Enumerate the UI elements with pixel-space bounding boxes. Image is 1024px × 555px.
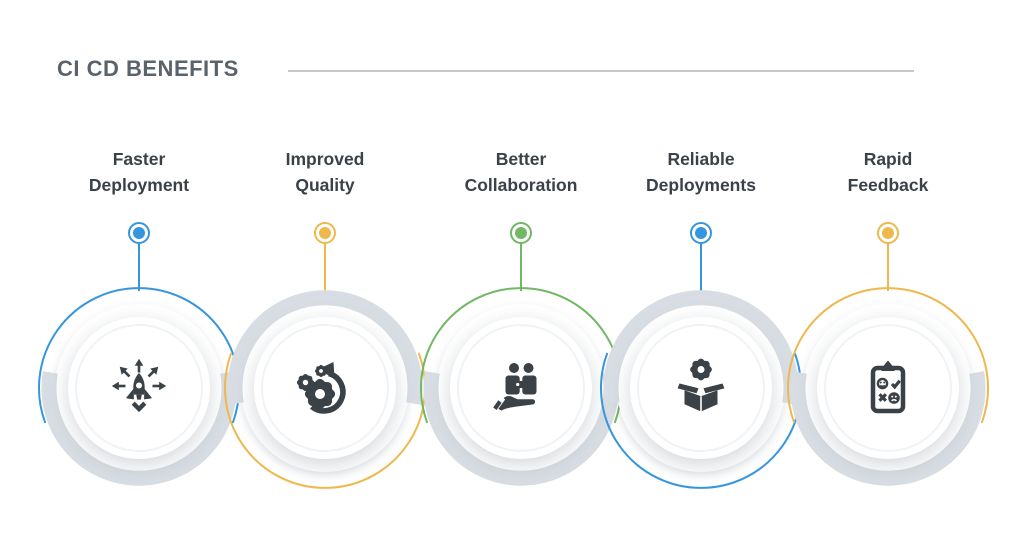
ring-arc-colored — [224, 352, 426, 489]
benefit-item-5: Rapid Feedback — [778, 0, 998, 510]
benefit-label-line2: Feedback — [847, 175, 929, 195]
benefit-label-line1: Better — [495, 149, 547, 169]
benefit-label-line2: Deployments — [646, 175, 756, 195]
connector-dot — [128, 222, 150, 244]
connector-line — [700, 243, 702, 291]
benefit-label-line1: Rapid — [863, 149, 913, 169]
connector-dot-inner — [319, 227, 331, 239]
benefit-label: Faster Deployment — [29, 146, 249, 198]
connector-dot-inner — [882, 227, 894, 239]
ring-disc-inner — [637, 324, 765, 452]
ring-arc-gray — [603, 290, 799, 405]
benefit-label-line1: Improved — [285, 149, 365, 169]
connector-line — [324, 243, 326, 291]
benefit-ring — [787, 287, 989, 486]
benefit-ring — [420, 287, 622, 486]
connector-line — [138, 243, 140, 291]
benefit-item-2: Improved Quality — [215, 0, 435, 510]
page-title: CI CD BENEFITS — [57, 56, 239, 81]
connector-dot — [690, 222, 712, 244]
connector-dot — [877, 222, 899, 244]
benefit-label-line2: Quality — [295, 175, 355, 195]
ring-disc-inner — [824, 324, 952, 452]
benefit-label: Rapid Feedback — [778, 146, 998, 198]
benefit-label: Better Collaboration — [411, 146, 631, 198]
benefit-label-line2: Collaboration — [464, 175, 578, 195]
connector-line — [520, 243, 522, 291]
benefit-item-3: Better Collaboration — [411, 0, 631, 510]
ring-arc-colored — [787, 287, 989, 424]
benefit-label: Improved Quality — [215, 146, 435, 198]
ring-arc-gray — [790, 371, 986, 486]
connector-dot — [510, 222, 532, 244]
connector-dot-inner — [515, 227, 527, 239]
benefit-label-line1: Reliable — [667, 149, 735, 169]
connector-dot-inner — [695, 227, 707, 239]
benefit-label-line1: Faster — [112, 149, 166, 169]
title-rule-line — [288, 70, 914, 72]
benefit-ring — [224, 290, 426, 489]
connector-dot — [314, 222, 336, 244]
ring-arc-gray — [227, 290, 423, 405]
benefit-ring — [600, 290, 802, 489]
benefit-label: Reliable Deployments — [591, 146, 811, 198]
connector-dot-inner — [133, 227, 145, 239]
connector-line — [887, 243, 889, 291]
benefit-label-line2: Deployment — [88, 175, 190, 195]
benefit-item-4: Reliable Deployments — [591, 0, 811, 510]
ring-arc-gray — [41, 371, 237, 486]
